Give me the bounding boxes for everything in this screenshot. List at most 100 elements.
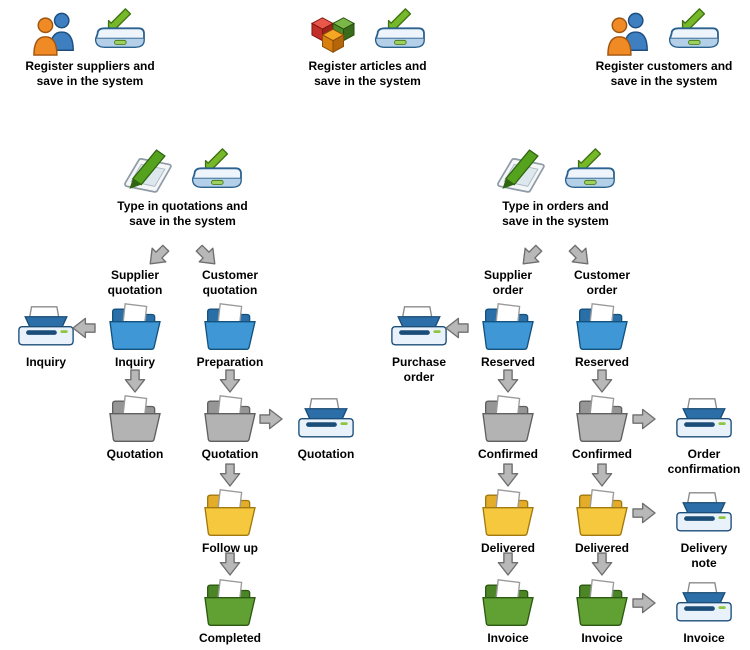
- branch-title-supplier-order: Supplier order: [483, 268, 532, 297]
- node-purchase-order-printer: Purchase order: [379, 302, 459, 385]
- articles-icon: [308, 12, 358, 56]
- icon-row: [308, 6, 428, 56]
- icon-wrap: [297, 394, 355, 444]
- printer-icon: [675, 581, 733, 628]
- printer-icon: [675, 491, 733, 538]
- folder-icon: [479, 578, 537, 628]
- icon-wrap: [201, 302, 259, 352]
- icon-wrap: [390, 302, 448, 352]
- node-invoice-customer-folder: Invoice: [562, 578, 642, 646]
- step-label: Register customers and save in the syste…: [595, 59, 733, 88]
- branch-title-customer-quotation: Customer quotation: [201, 268, 258, 297]
- node-label: Invoice: [487, 631, 529, 645]
- node-label: Reserved: [480, 355, 536, 369]
- node-label: Quotation: [201, 447, 259, 461]
- icon-wrap: [201, 488, 259, 538]
- branch-title-supplier-quotation: Supplier quotation: [107, 268, 163, 297]
- node-label: Confirmed: [572, 447, 632, 461]
- folder-icon: [479, 302, 537, 352]
- pen-icon: [494, 148, 548, 196]
- node-label: Delivered: [480, 541, 536, 555]
- folder-icon: [573, 578, 631, 628]
- save-drive-icon: [370, 6, 428, 56]
- icon-row: [494, 146, 618, 196]
- folder-icon: [573, 394, 631, 444]
- node-quotation-customer-folder: Quotation: [190, 394, 270, 462]
- folder-icon: [479, 488, 537, 538]
- icon-wrap: [573, 578, 631, 628]
- node-label: Quotation: [106, 447, 164, 461]
- node-label: Reserved: [574, 355, 630, 369]
- node-follow-up-folder: Follow up: [190, 488, 270, 556]
- icon-wrap: [106, 394, 164, 444]
- node-label: Purchase order: [391, 355, 447, 384]
- arrow-down-icon: [591, 368, 613, 394]
- node-reserved-customer-folder: Reserved: [562, 302, 642, 370]
- node-invoice-printer: Invoice: [660, 578, 748, 646]
- save-drive-icon: [187, 146, 245, 196]
- folder-icon: [201, 394, 259, 444]
- save-drive-icon: [664, 6, 722, 56]
- arrow-right-icon: [631, 408, 657, 430]
- printer-icon: [17, 305, 75, 352]
- step-label: Type in quotations and save in the syste…: [117, 199, 248, 228]
- node-label: Quotation: [297, 447, 355, 461]
- folder-icon: [479, 394, 537, 444]
- icon-wrap: [106, 302, 164, 352]
- folder-icon: [573, 302, 631, 352]
- node-delivery-note-printer: Delivery note: [660, 488, 748, 571]
- icon-wrap: [17, 302, 75, 352]
- node-label: Order confirmation: [667, 447, 741, 476]
- node-quotation-supplier-folder: Quotation: [95, 394, 175, 462]
- node-label: Invoice: [683, 631, 725, 645]
- step-label: Register articles and save in the system: [308, 59, 427, 88]
- pen-icon: [121, 148, 175, 196]
- icon-wrap: [675, 488, 733, 538]
- node-label: Delivered: [574, 541, 630, 555]
- icon-wrap: [479, 488, 537, 538]
- node-label: Completed: [198, 631, 261, 645]
- node-inquiry-printer: Inquiry: [6, 302, 86, 370]
- arrow-down-icon: [497, 368, 519, 394]
- arrow-down-icon: [497, 462, 519, 488]
- arrow-right-icon: [258, 408, 284, 430]
- icon-row: [32, 6, 148, 56]
- icon-wrap: [675, 394, 733, 444]
- folder-icon: [106, 302, 164, 352]
- people-icon: [606, 10, 652, 56]
- arrow-down-icon: [124, 368, 146, 394]
- icon-wrap: [573, 488, 631, 538]
- node-confirmed-supplier-folder: Confirmed: [468, 394, 548, 462]
- arrow-right-icon: [631, 592, 657, 614]
- node-label: Confirmed: [478, 447, 538, 461]
- icon-wrap: [201, 578, 259, 628]
- arrow-down-icon: [219, 462, 241, 488]
- arrow-down-icon: [219, 368, 241, 394]
- branch-title-customer-order: Customer order: [573, 268, 630, 297]
- save-drive-icon: [90, 6, 148, 56]
- step-label: Type in orders and save in the system: [502, 199, 609, 228]
- people-icon: [32, 10, 78, 56]
- icon-row: [606, 6, 722, 56]
- printer-icon: [297, 397, 355, 444]
- icon-wrap: [479, 578, 537, 628]
- node-label: Inquiry: [114, 355, 155, 369]
- node-label: Delivery note: [680, 541, 728, 570]
- folder-icon: [573, 488, 631, 538]
- node-label: Follow up: [202, 541, 258, 555]
- node-confirmed-customer-folder: Confirmed: [562, 394, 642, 462]
- folder-icon: [201, 488, 259, 538]
- icon-wrap: [479, 394, 537, 444]
- folder-icon: [201, 578, 259, 628]
- arrow-right-icon: [631, 502, 657, 524]
- printer-icon: [675, 397, 733, 444]
- quotation-flow-header: Type in quotations and save in the syste…: [95, 146, 270, 229]
- node-order-confirmation-printer: Order confirmation: [660, 394, 748, 477]
- node-label: Invoice: [581, 631, 623, 645]
- save-drive-icon: [560, 146, 618, 196]
- arrow-down-icon: [591, 551, 613, 577]
- node-delivered-supplier-folder: Delivered: [468, 488, 548, 556]
- folder-icon: [106, 394, 164, 444]
- node-inquiry-folder: Inquiry: [95, 302, 175, 370]
- node-preparation-folder: Preparation: [190, 302, 270, 370]
